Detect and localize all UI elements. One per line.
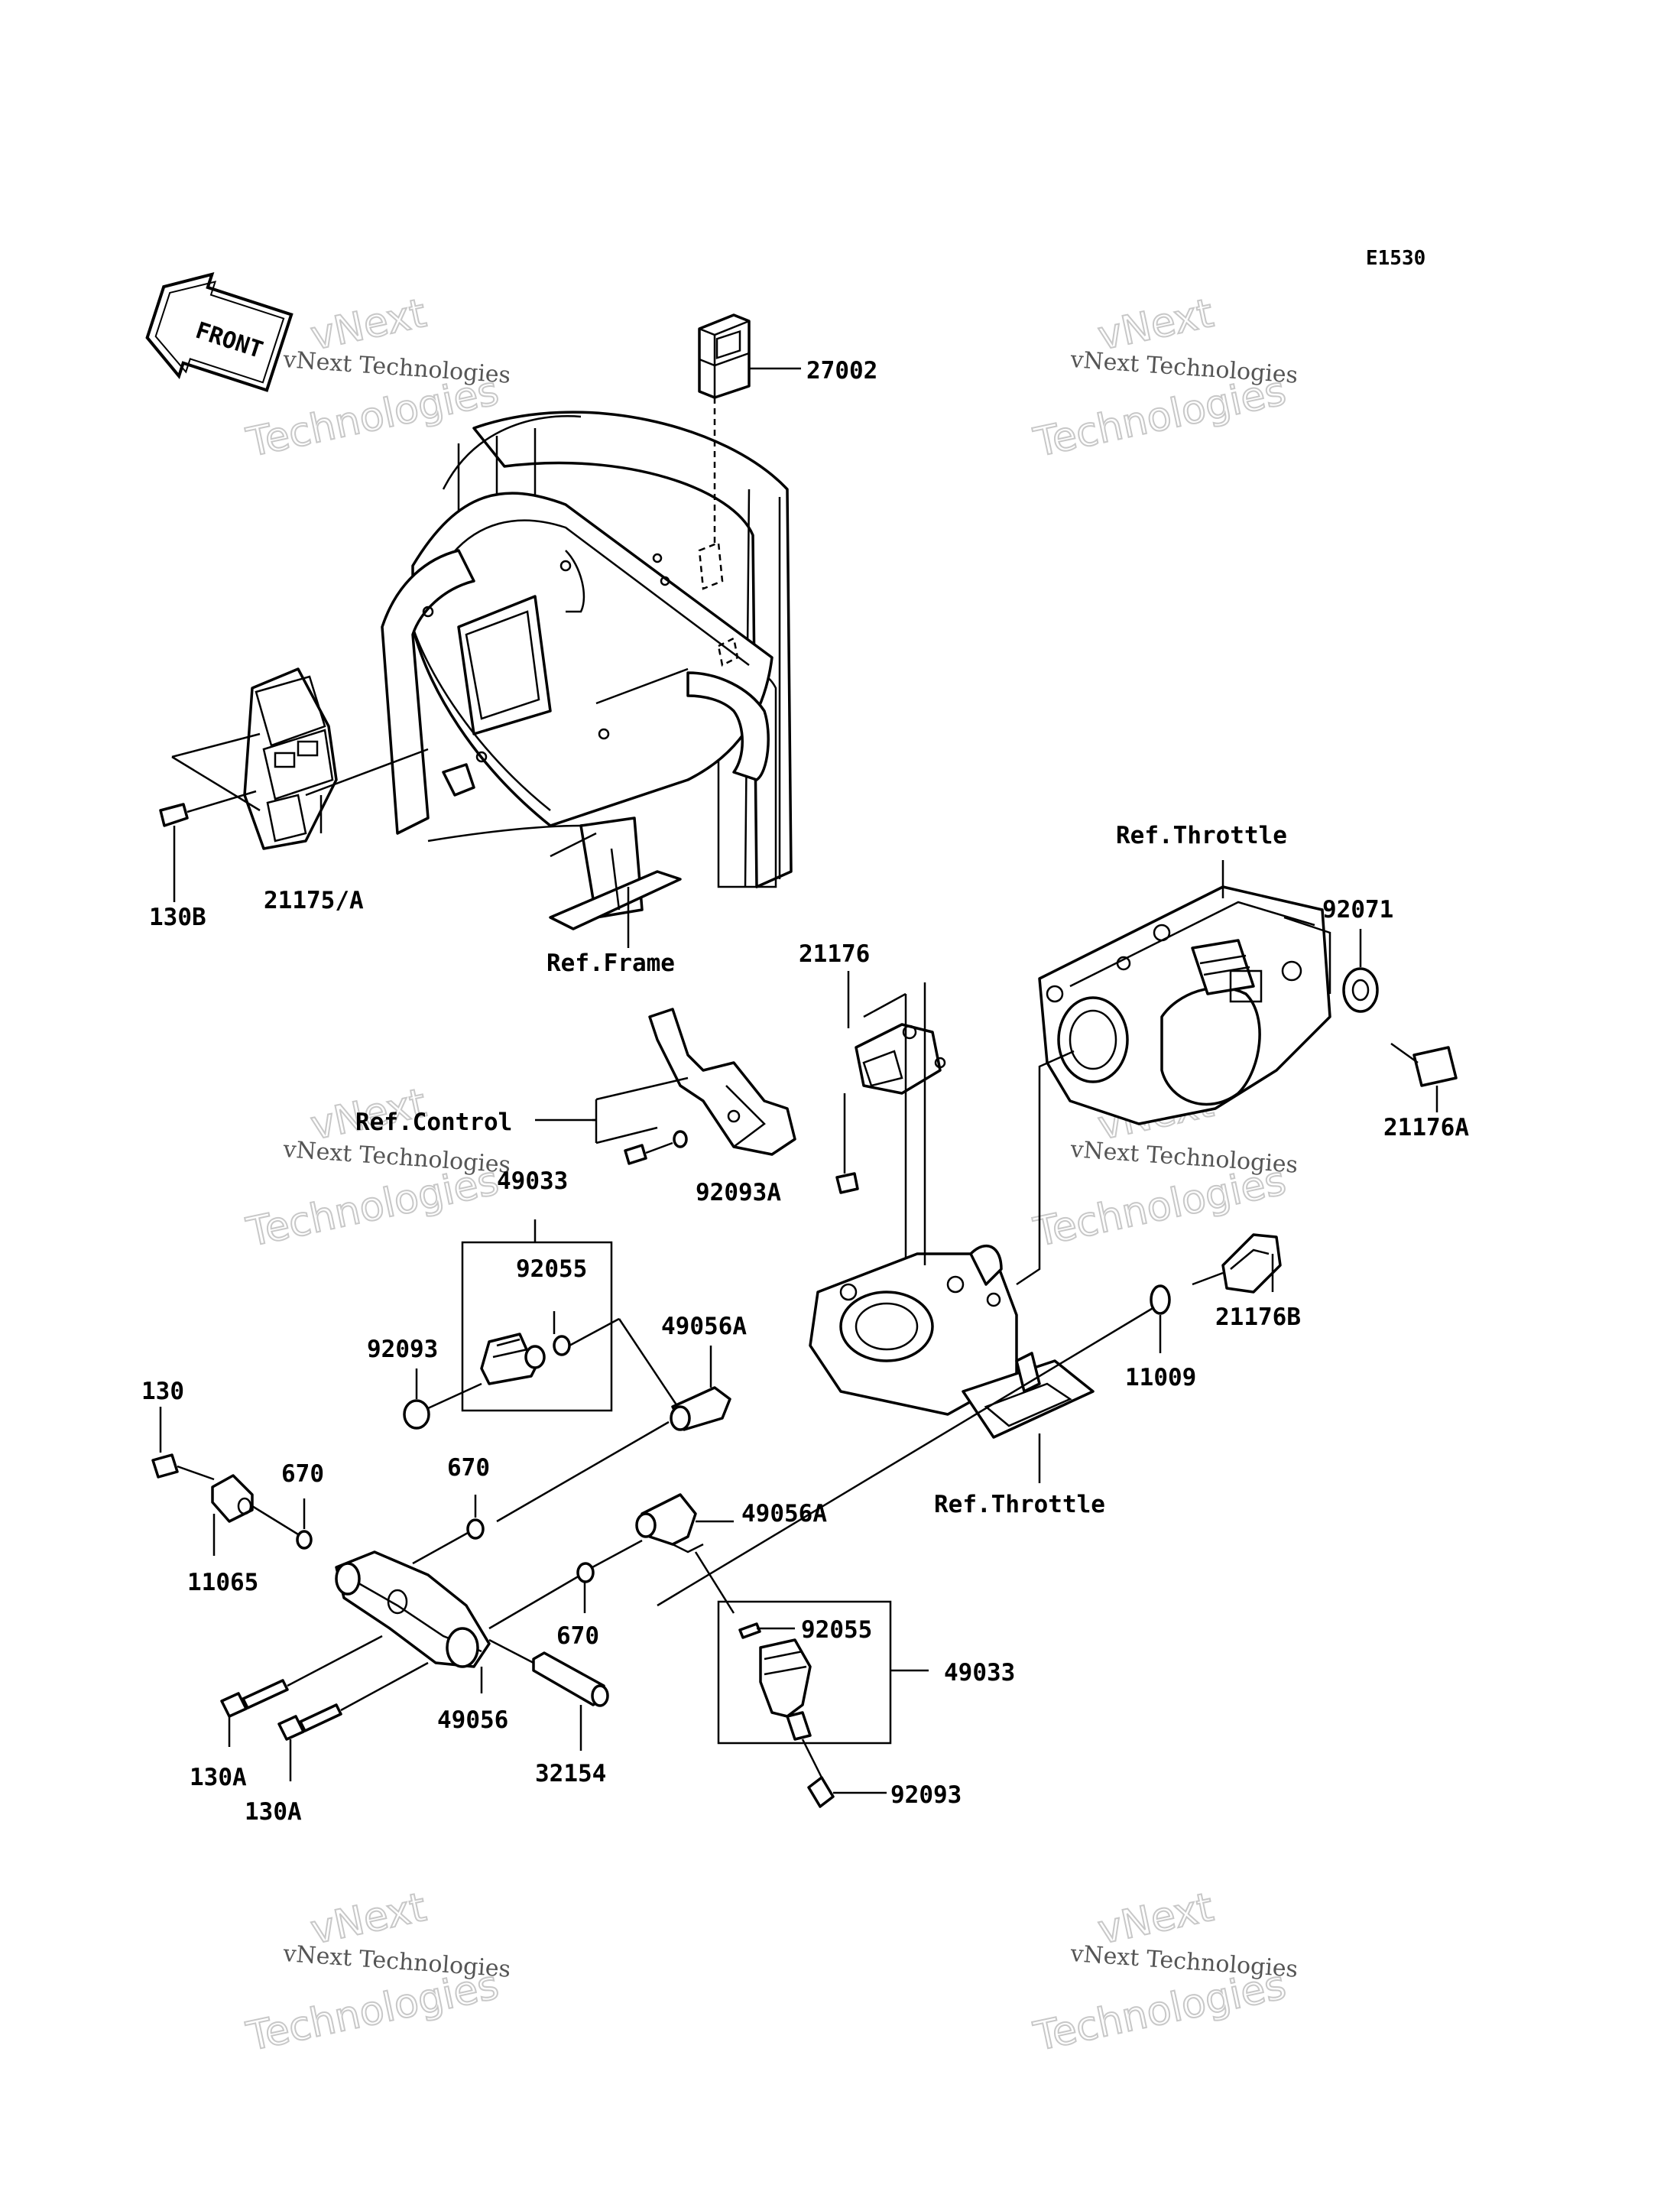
label-32154: 32154	[535, 1760, 606, 1787]
label-130: 130	[141, 1378, 184, 1405]
label-49056: 49056	[437, 1706, 508, 1734]
fuel-rail-49056	[335, 1550, 491, 1668]
label-21176b: 21176B	[1215, 1304, 1301, 1331]
svg-text:Technologies: Technologies	[1030, 1963, 1289, 2060]
adapter-11065	[211, 1474, 254, 1523]
bolt-130a-2	[277, 1661, 429, 1741]
relay-27002	[698, 313, 751, 399]
ecu-21175a	[243, 667, 338, 850]
oring-670-a	[296, 1530, 313, 1550]
watermark-bottom-right: vNext vNext Technologies Technologies	[1029, 1884, 1299, 2061]
injector-49033-top	[480, 1333, 546, 1385]
label-130b: 130B	[149, 904, 206, 931]
label-11065: 11065	[187, 1569, 258, 1596]
diagram-code: E1530	[1366, 247, 1425, 270]
label-92055-top: 92055	[516, 1255, 587, 1283]
throttle-body-mid	[809, 1244, 1095, 1439]
label-130a-1: 130A	[190, 1764, 247, 1791]
injector-49033-bottom	[759, 1638, 812, 1741]
label-ref-throttle-mid: Ref.Throttle	[934, 1491, 1105, 1518]
bolt-control	[624, 1130, 688, 1165]
svg-text:Technologies: Technologies	[242, 1158, 502, 1256]
svg-text:Technologies: Technologies	[1030, 368, 1289, 466]
svg-text:Technologies: Technologies	[242, 1963, 502, 2060]
control-bracket	[648, 1008, 796, 1156]
oring-670-b	[466, 1518, 485, 1540]
watermark-bottom-left: vNext vNext Technologies Technologies	[242, 1884, 511, 2061]
label-92093a: 92093A	[696, 1179, 781, 1206]
label-670-a: 670	[281, 1460, 324, 1488]
oring-92055-top	[553, 1335, 571, 1356]
oring-11009	[1150, 1284, 1171, 1315]
frame-structure	[381, 411, 793, 930]
label-49033-bot: 49033	[944, 1659, 1015, 1687]
label-49056a-mid: 49056A	[741, 1500, 827, 1528]
seal-92093-bot	[807, 1776, 835, 1808]
label-ref-frame: Ref.Frame	[546, 950, 675, 977]
oring-92055-bot	[738, 1622, 761, 1639]
label-27002: 27002	[806, 357, 877, 385]
pipe-32154	[532, 1651, 609, 1707]
label-11009: 11009	[1125, 1364, 1196, 1391]
bolt-130a-1	[220, 1635, 383, 1718]
grommet-92071	[1342, 967, 1379, 1013]
label-21175a: 21175/A	[264, 887, 364, 914]
bolt-130	[151, 1453, 215, 1481]
fitting-49056a-mid	[635, 1493, 704, 1554]
watermark-mid-left: vNext vNext Technologies Technologies	[242, 1080, 511, 1257]
label-130a-2: 130A	[245, 1798, 302, 1826]
label-670-b: 670	[447, 1454, 490, 1482]
seal-92093-top	[403, 1399, 430, 1430]
oring-670-c	[576, 1562, 595, 1583]
fitting-49056a-top	[670, 1386, 731, 1431]
label-92071: 92071	[1322, 896, 1393, 924]
label-92093-bot: 92093	[890, 1781, 962, 1809]
label-ref-control: Ref.Control	[355, 1109, 512, 1136]
label-49056a-top: 49056A	[661, 1313, 747, 1340]
sensor-21176b	[1192, 1233, 1282, 1294]
front-arrow-icon: FRONT	[145, 271, 294, 392]
label-21176a: 21176A	[1383, 1114, 1469, 1141]
label-ref-throttle-top: Ref.Throttle	[1116, 822, 1287, 849]
throttle-body-top	[1038, 885, 1331, 1125]
bolt-130b	[159, 790, 257, 827]
watermark-top-right: vNext vNext Technologies Technologies	[1029, 290, 1299, 467]
nut-92093a	[835, 1172, 859, 1194]
label-21176: 21176	[799, 940, 870, 968]
label-49033-top: 49033	[497, 1167, 568, 1195]
sensor-21176	[855, 1023, 946, 1095]
label-92093-top: 92093	[367, 1336, 438, 1363]
sensor-21176a	[1390, 1042, 1458, 1087]
label-92055-bot: 92055	[801, 1616, 872, 1644]
svg-text:Technologies: Technologies	[242, 368, 502, 466]
label-670-c: 670	[556, 1622, 599, 1650]
